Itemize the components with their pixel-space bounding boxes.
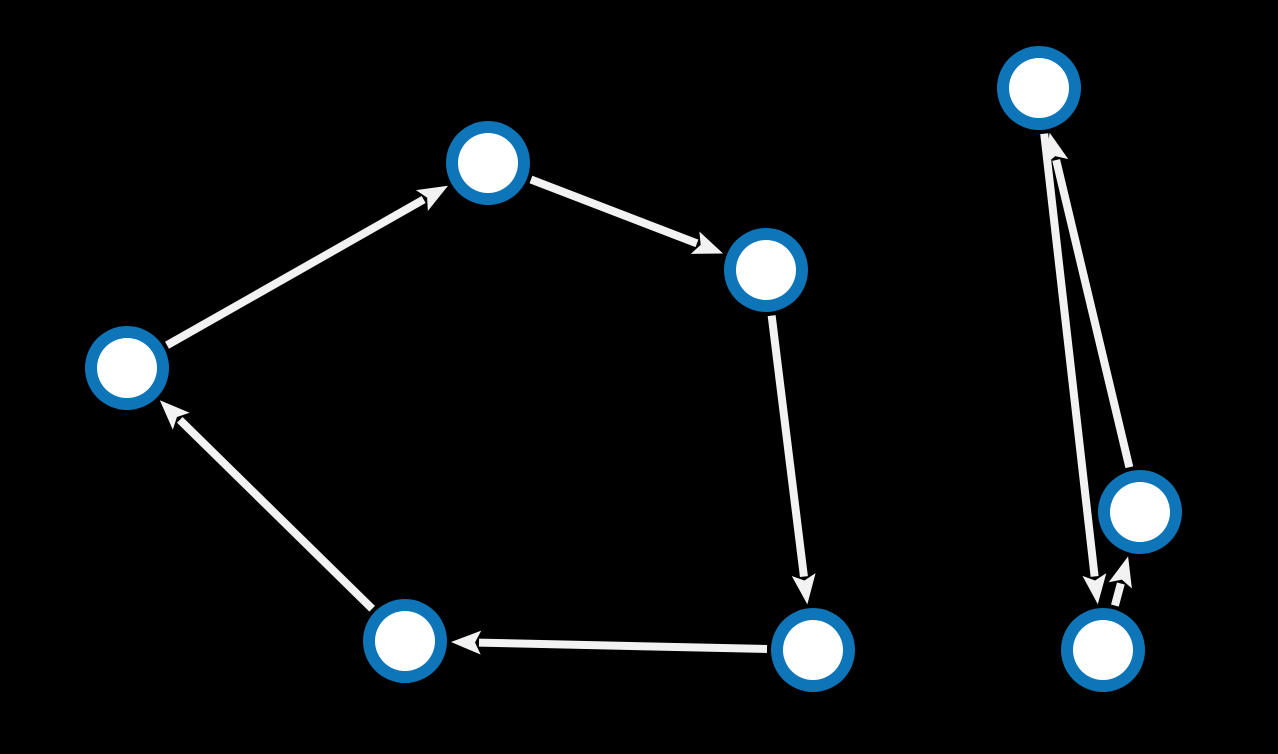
nodes-layer [85, 46, 1182, 692]
edge-top-center-to-bottom-center[interactable] [767, 315, 816, 605]
edge-line [1040, 133, 1099, 577]
edge-left-to-top-left[interactable] [165, 185, 448, 349]
edge-bottom-right-to-right-middle[interactable] [1108, 556, 1132, 607]
arrowhead-icon [1082, 573, 1107, 605]
arrowhead-icon [1044, 132, 1069, 165]
node-core [783, 620, 843, 680]
edge-top-left-to-top-center[interactable] [529, 175, 724, 254]
edge-line [529, 175, 699, 248]
arrowhead-icon [690, 231, 724, 254]
edge-right-middle-to-top-right[interactable] [1044, 132, 1134, 469]
node-core [736, 240, 796, 300]
node-core [1009, 58, 1069, 118]
node-core [1073, 620, 1133, 680]
edge-line [165, 196, 426, 349]
node-top-right[interactable] [997, 46, 1081, 130]
node-right-middle[interactable] [1098, 470, 1182, 554]
edge-top-right-to-bottom-right[interactable] [1040, 133, 1107, 605]
edge-bottom-center-to-bottom-left[interactable] [450, 630, 768, 655]
edge-line [1052, 159, 1134, 469]
node-left[interactable] [85, 326, 169, 410]
arrowhead-icon [450, 630, 482, 655]
node-bottom-left[interactable] [363, 599, 447, 683]
arrowhead-icon [791, 573, 816, 605]
edge-line [478, 638, 768, 653]
node-top-center[interactable] [724, 228, 808, 312]
node-core [458, 133, 518, 193]
edge-line [1111, 582, 1125, 607]
node-core [97, 338, 157, 398]
arrowhead-icon [1108, 556, 1132, 589]
node-bottom-right[interactable] [1061, 608, 1145, 692]
arrowhead-icon [159, 400, 190, 430]
arrowhead-icon [415, 185, 448, 211]
node-bottom-center[interactable] [771, 608, 855, 692]
edge-bottom-left-to-left[interactable] [159, 400, 375, 612]
edges-layer [159, 132, 1134, 655]
node-core [1110, 482, 1170, 542]
node-core [375, 611, 435, 671]
edge-line [767, 315, 808, 578]
edge-line [176, 416, 375, 612]
node-top-left[interactable] [446, 121, 530, 205]
